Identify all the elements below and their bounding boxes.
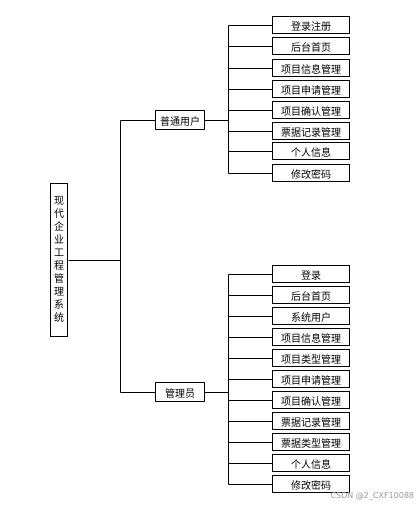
- branch-node-regular-user: 普通用户: [155, 110, 205, 130]
- leaf-node: 项目确认管理: [272, 391, 350, 409]
- leaf-label: 项目申请管理: [281, 375, 341, 387]
- leaf-label: 票据类型管理: [281, 438, 341, 450]
- watermark: CSDN @2_CXF10088: [330, 491, 414, 500]
- leaf-node: 个人信息: [272, 454, 350, 472]
- leaf-label: 后台首页: [291, 291, 331, 303]
- leaf-label: 票据记录管理: [281, 127, 341, 139]
- leaf-node: 项目确认管理: [272, 101, 350, 119]
- root-label: 现代企业工程管理系统: [54, 196, 64, 324]
- leaf-node: 项目信息管理: [272, 328, 350, 346]
- leaf-node: 后台首页: [272, 37, 350, 55]
- leaf-label: 项目信息管理: [281, 333, 341, 345]
- leaf-label: 项目信息管理: [281, 64, 341, 76]
- leaf-label: 项目类型管理: [281, 354, 341, 366]
- leaf-node: 登录注册: [272, 16, 350, 34]
- branch-node-admin: 管理员: [155, 382, 205, 402]
- leaf-node: 登录: [272, 265, 350, 283]
- leaf-node: 个人信息: [272, 142, 350, 160]
- root-node: 现代企业工程管理系统: [50, 183, 68, 337]
- leaf-node: 系统用户: [272, 307, 350, 325]
- leaf-node: 修改密码: [272, 475, 350, 493]
- leaf-label: 项目确认管理: [281, 396, 341, 408]
- leaf-node: 项目申请管理: [272, 80, 350, 98]
- leaf-label: 后台首页: [291, 42, 331, 54]
- leaf-node: 票据类型管理: [272, 433, 350, 451]
- leaf-label: 票据记录管理: [281, 417, 341, 429]
- leaf-node: 票据记录管理: [272, 412, 350, 430]
- leaf-node: 项目信息管理: [272, 59, 350, 77]
- leaf-label: 个人信息: [291, 459, 331, 471]
- leaf-label: 个人信息: [291, 147, 331, 159]
- leaf-label: 修改密码: [291, 169, 331, 181]
- leaf-label: 修改密码: [291, 480, 331, 492]
- leaf-node: 后台首页: [272, 286, 350, 304]
- leaf-label: 系统用户: [291, 312, 331, 324]
- leaf-label: 项目申请管理: [281, 85, 341, 97]
- leaf-node: 修改密码: [272, 164, 350, 182]
- branch-label: 管理员: [165, 388, 195, 400]
- leaf-label: 登录注册: [291, 21, 331, 33]
- leaf-label: 登录: [301, 270, 321, 282]
- leaf-node: 项目申请管理: [272, 370, 350, 388]
- branch-label: 普通用户: [160, 116, 200, 128]
- leaf-node: 票据记录管理: [272, 122, 350, 140]
- leaf-node: 项目类型管理: [272, 349, 350, 367]
- leaf-label: 项目确认管理: [281, 106, 341, 118]
